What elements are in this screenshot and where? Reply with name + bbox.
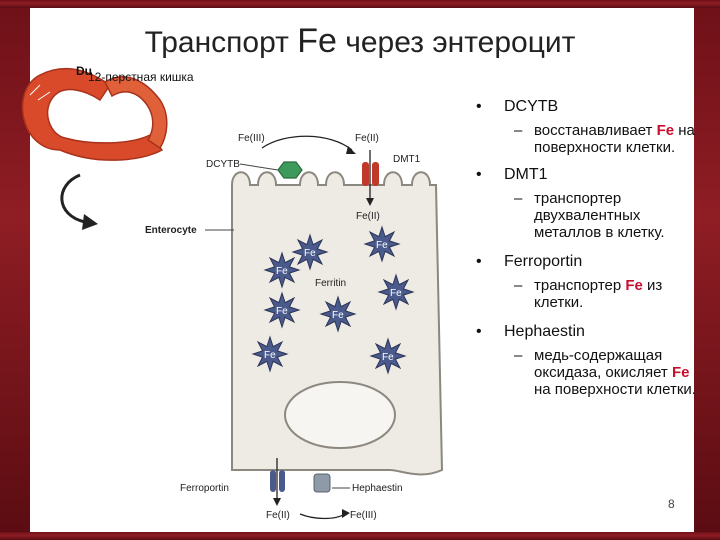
ferritin-fe-label: Fe	[276, 306, 288, 317]
ferroportin-label: Ferroportin	[180, 483, 229, 494]
ferritin-star-icon	[291, 233, 329, 271]
frame-top	[0, 0, 720, 8]
bullet-dmt1: •DMT1	[476, 166, 548, 183]
desc-text: медь-содержащая оксидаза, окисляет	[534, 347, 672, 381]
ferritin-fe-label: Fe	[276, 266, 288, 277]
bullet-title: Ferroportin	[504, 253, 583, 270]
bullet-title: Hephaestin	[504, 323, 585, 340]
ferritin-fe-label: Fe	[332, 310, 344, 321]
bullet-desc: –транспортер двухвалентных металлов в кл…	[514, 190, 665, 241]
title-fe: Fe	[297, 22, 337, 60]
ferritin-star-icon	[377, 273, 415, 311]
ferritin-fe-label: Fe	[376, 240, 388, 251]
frame-left	[0, 0, 30, 540]
nucleus	[284, 381, 396, 449]
hephaestin-label: Hephaestin	[352, 483, 403, 494]
fe2-inside-label: Fe(II)	[356, 211, 380, 222]
bullet-list: •DCYTB –восстанавливает Fe на поверхност…	[476, 98, 696, 398]
oxidation-arrow-head-icon	[342, 509, 350, 518]
dmt1-label: DMT1	[393, 154, 421, 165]
dcytb-protein-icon	[277, 161, 303, 179]
bullet-desc: –транспортер Fe из клетки.	[514, 277, 663, 311]
ferritin-fe-label: Fe	[264, 350, 276, 361]
dcytb-label: DCYTB	[206, 159, 240, 170]
oxidation-arrow	[299, 513, 346, 520]
page-number: 8	[668, 497, 675, 511]
ferritin-fe-label: Fe	[304, 248, 316, 259]
bullet-dcytb: •DCYTB	[476, 98, 559, 115]
fe2-out-label: Fe(II)	[266, 510, 290, 521]
ferritin-star-icon	[369, 337, 407, 375]
frame-bottom	[0, 532, 720, 540]
duodenum-shape-2	[104, 76, 168, 150]
bullet-desc: –медь-содержащая оксидаза, окисляет Fe н…	[514, 347, 696, 398]
desc-text: восстанавливает	[534, 122, 657, 139]
ferroportin-protein-icon-2	[279, 470, 285, 492]
duodenum-shape	[21, 67, 164, 161]
ferritin-star-icon	[251, 335, 289, 373]
dmt1-protein-icon	[362, 162, 369, 186]
fe3-label: Fe(III)	[238, 133, 265, 144]
dcytb-pointer	[239, 163, 279, 171]
desc-text: транспортер	[534, 277, 626, 294]
hephaestin-protein-icon	[313, 473, 331, 493]
desc-fe: Fe	[625, 277, 643, 294]
bullet-desc: –восстанавливает Fe на поверхности клетк…	[514, 122, 695, 156]
title-prefix: Транспорт	[144, 26, 298, 59]
desc-text-end: на поверхности клетки.	[534, 381, 696, 398]
fe3-out-label: Fe(III)	[350, 510, 377, 521]
bullet-hephaestin: •Hephaestin	[476, 323, 585, 340]
bullet-ferroportin: •Ferroportin	[476, 253, 583, 270]
ferritin-star-icon	[319, 295, 357, 333]
duodenum-label: 12-перстная кишка	[88, 70, 194, 84]
ferritin-fe-label: Fe	[382, 352, 394, 363]
ferroportin-protein-icon	[270, 470, 276, 492]
fe2-top-label: Fe(II)	[355, 133, 379, 144]
frame-right	[694, 0, 720, 540]
ferroportin-arrow-head-icon	[273, 498, 281, 506]
dmt1-arrow-head-icon	[366, 198, 374, 206]
reduction-arrow-head-icon	[346, 146, 356, 154]
bullet-title: DMT1	[504, 166, 548, 183]
reduction-arrow	[261, 135, 353, 151]
desc-text-end: из клетки.	[534, 277, 663, 311]
ferritin-star-icon	[263, 251, 301, 289]
desc-text: транспортер двухвалентных металлов в кле…	[534, 190, 665, 241]
ferritin-label: Ferritin	[315, 278, 346, 289]
slide-title: Транспорт Fe через энтероцит	[0, 22, 720, 61]
desc-text-end: на поверхности клетки.	[534, 122, 695, 156]
desc-fe: Fe	[671, 364, 690, 381]
duodenum-folds	[29, 84, 51, 101]
ferritin-star-icon	[363, 225, 401, 263]
enterocyte-label: Enterocyte	[145, 225, 197, 236]
arrow-head-icon	[82, 214, 98, 230]
dmt1-protein-icon-2	[372, 162, 379, 186]
bullet-title: DCYTB	[504, 98, 559, 115]
ferritin-star-icon	[263, 291, 301, 329]
desc-fe: Fe	[656, 122, 675, 139]
curved-arrow-icon	[60, 173, 86, 224]
du-label: Du	[76, 64, 92, 78]
ferritin-fe-label: Fe	[390, 288, 402, 299]
title-suffix: через энтероцит	[336, 26, 576, 59]
